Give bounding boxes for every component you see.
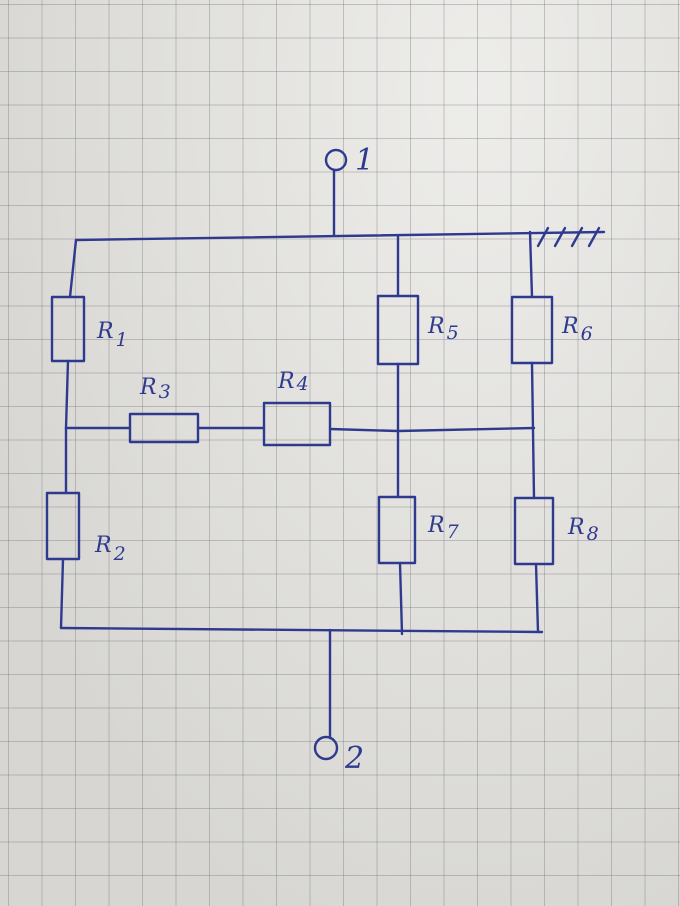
left-top-wire bbox=[68, 238, 78, 299]
r6-top-wire bbox=[528, 230, 534, 299]
resistor-r8 bbox=[513, 496, 555, 566]
terminal-2-label: 2 bbox=[344, 741, 364, 776]
wire-r4-to-node bbox=[328, 427, 400, 433]
terminal-1-label: 1 bbox=[355, 143, 374, 178]
resistor-r2 bbox=[45, 491, 81, 561]
ground-hatch bbox=[536, 226, 601, 248]
hatch-mark bbox=[587, 226, 601, 248]
terminal-1-circle bbox=[324, 148, 348, 172]
terminal-1: 1 bbox=[324, 143, 374, 237]
resistor-r3 bbox=[128, 412, 200, 444]
hatch-mark bbox=[536, 226, 550, 248]
wire-node-to-right bbox=[396, 426, 536, 433]
hatch-mark bbox=[553, 226, 567, 248]
top-bus-wire bbox=[74, 230, 606, 242]
resistor-r1 bbox=[50, 295, 86, 363]
bottom-bus-wire bbox=[59, 626, 544, 634]
left-mid-wire-upper bbox=[64, 359, 70, 430]
resistor-r4 bbox=[262, 401, 332, 447]
terminal-2-circle bbox=[313, 735, 339, 761]
resistor-r7 bbox=[377, 495, 417, 565]
r7-bottom-wire bbox=[398, 561, 404, 636]
resistor-r5 bbox=[376, 294, 420, 366]
r8-bottom-wire bbox=[534, 562, 540, 634]
left-bottom-wire bbox=[59, 557, 65, 630]
hatch-mark bbox=[570, 226, 584, 248]
resistor-r6 bbox=[510, 295, 554, 365]
r6-r8-wire bbox=[530, 361, 536, 500]
terminal-2: 2 bbox=[313, 628, 364, 776]
